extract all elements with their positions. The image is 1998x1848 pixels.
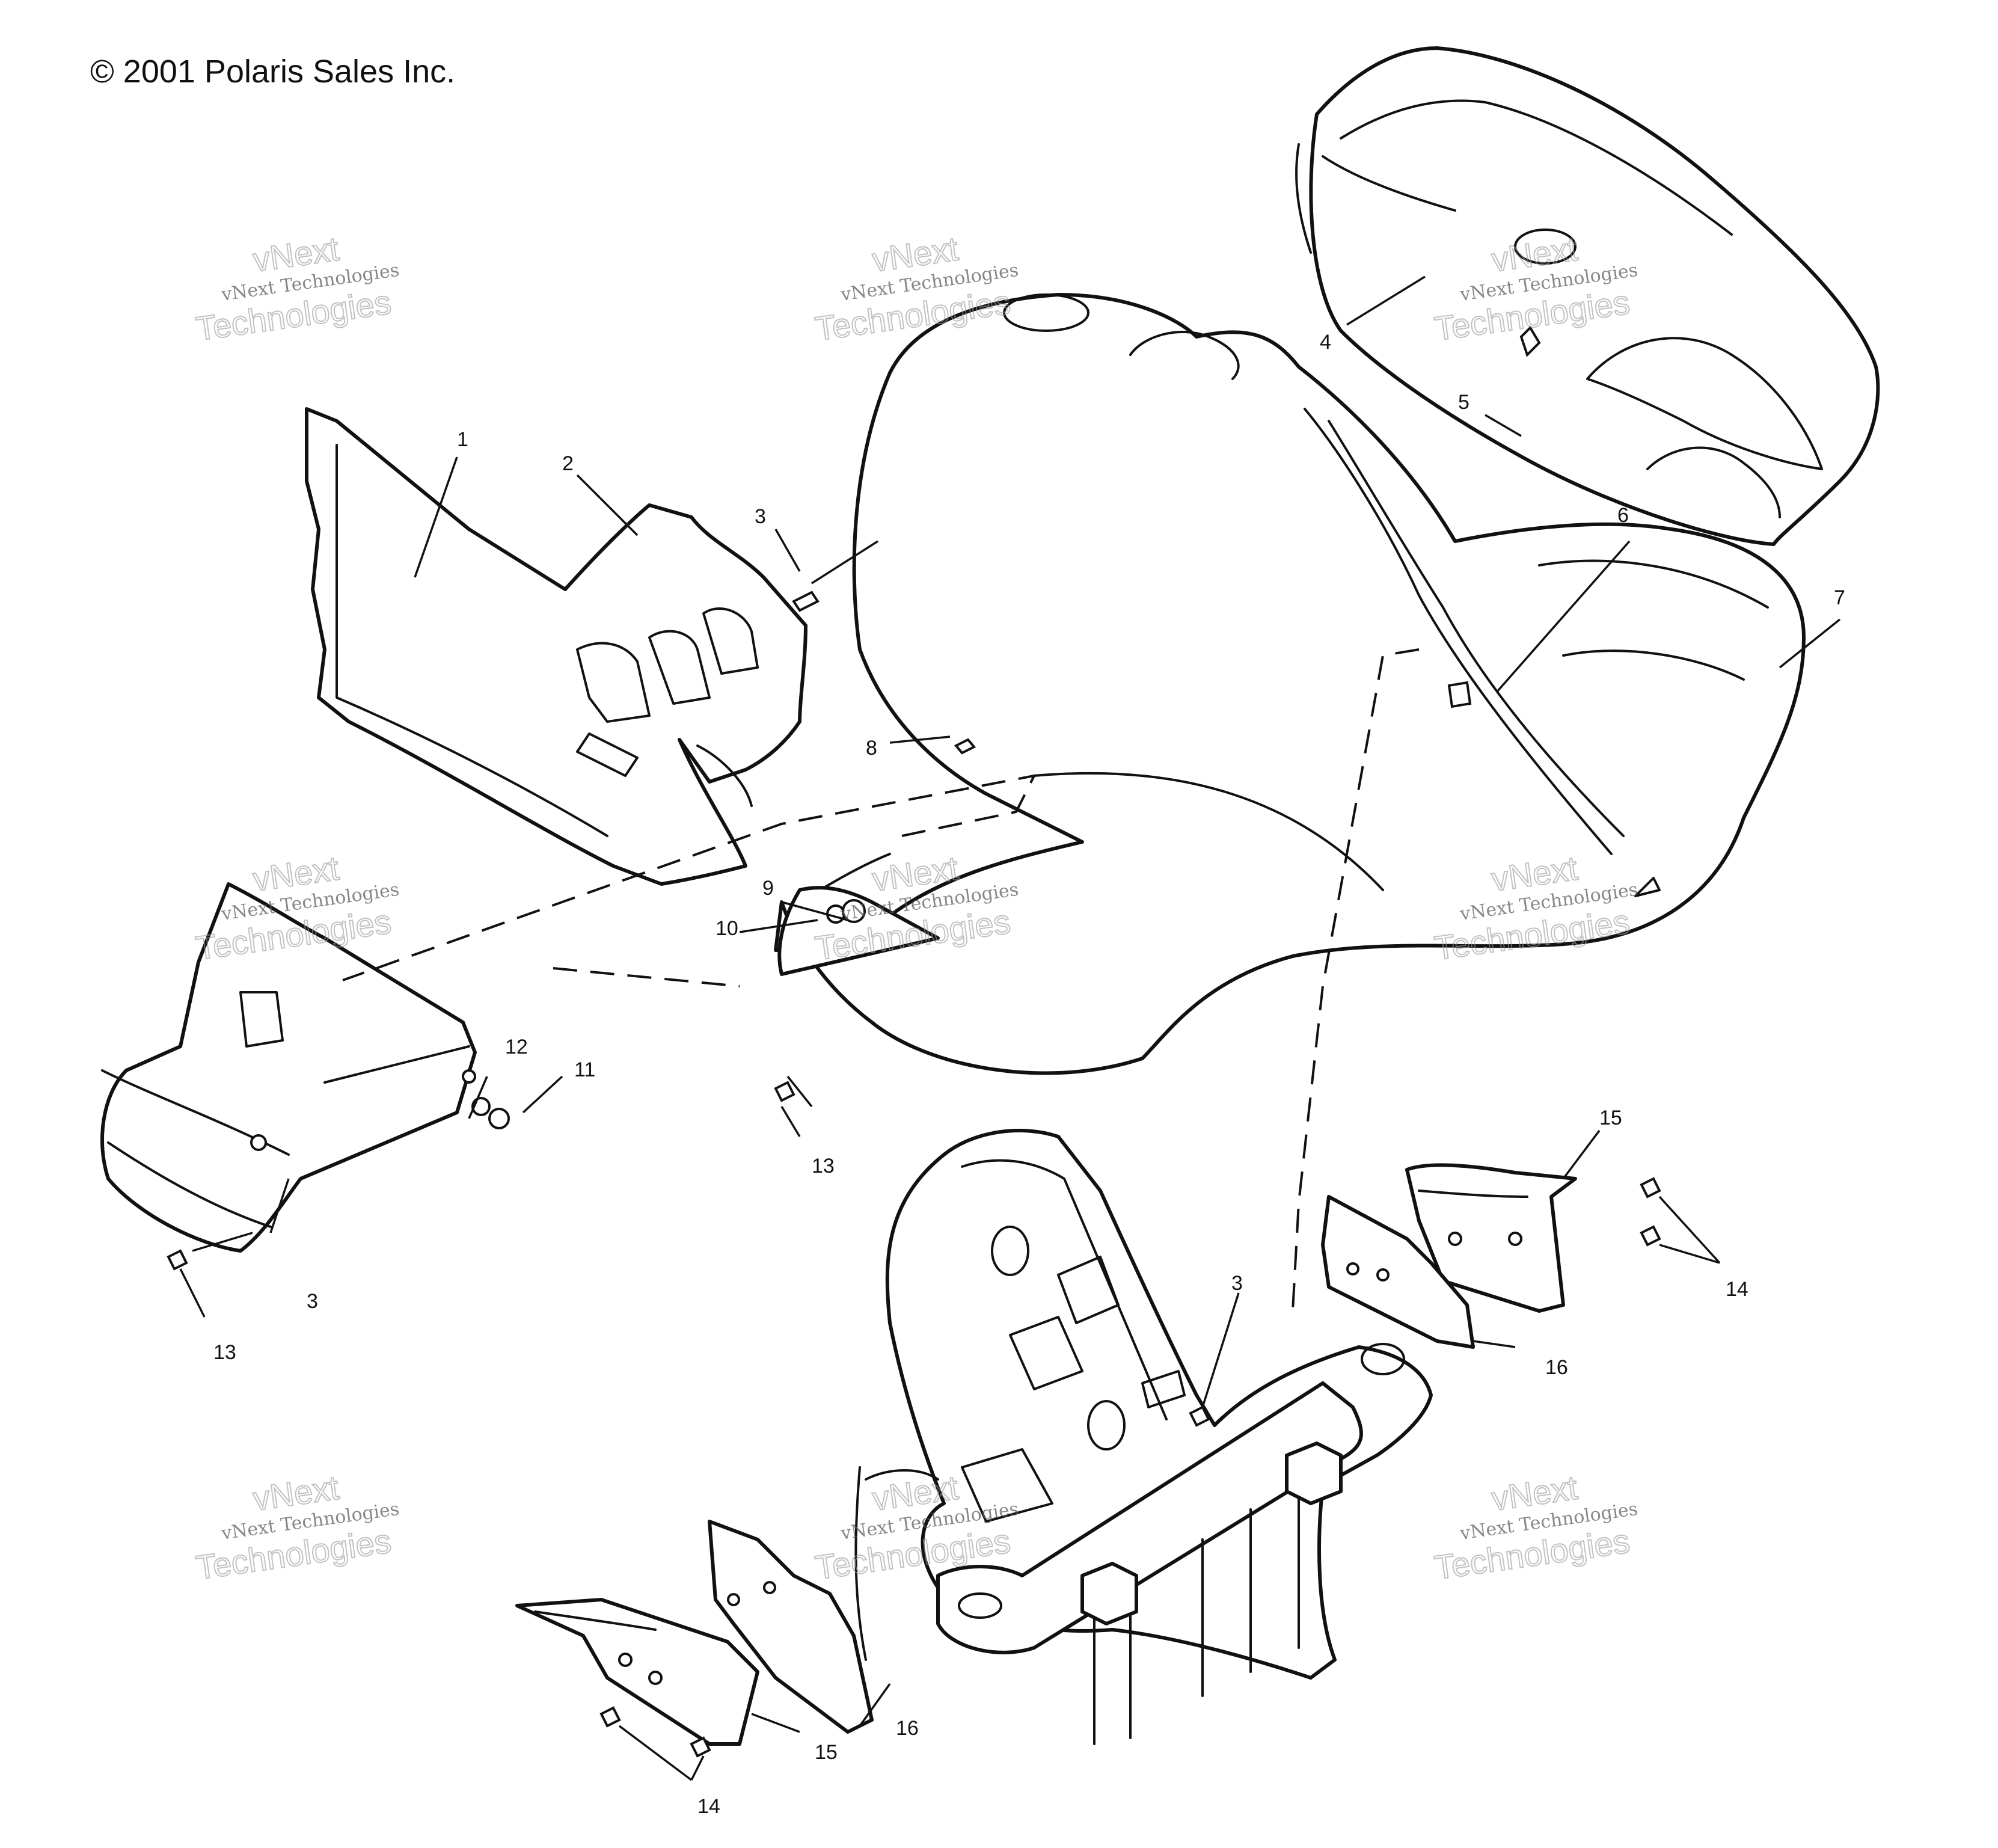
callout-leaders [179,275,1841,1781]
callout-8: 8 [866,737,877,760]
callout-3-frame: 3 [1231,1272,1243,1295]
watermark-7: vNext vNext Technologies Technologies [193,1468,400,1588]
callout-2: 2 [562,452,574,475]
callout-12: 12 [505,1036,528,1058]
callout-6: 6 [1617,504,1629,527]
part-frame-chassis [854,1129,1433,1745]
callout-11: 11 [574,1058,595,1081]
callout-16-left: 16 [896,1717,919,1740]
hardware-fasteners [167,325,1661,1758]
callout-1: 1 [457,428,468,451]
callout-15-left: 15 [815,1741,838,1764]
part-16-plate-right [1321,1195,1475,1349]
callout-10: 10 [716,917,738,940]
callout-4: 4 [1320,331,1331,354]
part-left-footwell [100,882,477,1253]
part-7-front-cab [774,293,1806,1075]
callout-9: 9 [762,877,774,900]
copyright-notice: © 2001 Polaris Sales Inc. [90,54,456,90]
assembly-dashed-lines [342,648,1420,1312]
part-15-bracket-left [515,1598,759,1746]
part-16-plate-left [708,1520,874,1734]
callout-14-right: 14 [1726,1278,1748,1301]
callout-3-left: 3 [307,1290,318,1313]
part-15-bracket-right [1405,1163,1577,1313]
watermark-4: vNext vNext Technologies Technologies [193,849,400,968]
callout-5: 5 [1458,391,1469,414]
callout-14-left: 14 [697,1795,720,1818]
part-4-rear-cover [1295,46,1880,546]
callout-13-left: 13 [213,1341,236,1364]
callout-16-right: 16 [1545,1356,1568,1379]
callout-7: 7 [1834,586,1845,609]
callout-13-middle: 13 [812,1155,835,1177]
callout-3-upper: 3 [755,505,766,528]
watermark-9: vNext vNext Technologies Technologies [1432,1468,1639,1588]
callout-labels: 1 2 3 4 5 6 7 8 9 10 11 12 13 3 13 15 14… [213,331,1845,1818]
part-1-side-panel [305,407,807,886]
callout-15-right: 15 [1599,1107,1622,1129]
watermark-1: vNext vNext Technologies Technologies [193,229,400,349]
